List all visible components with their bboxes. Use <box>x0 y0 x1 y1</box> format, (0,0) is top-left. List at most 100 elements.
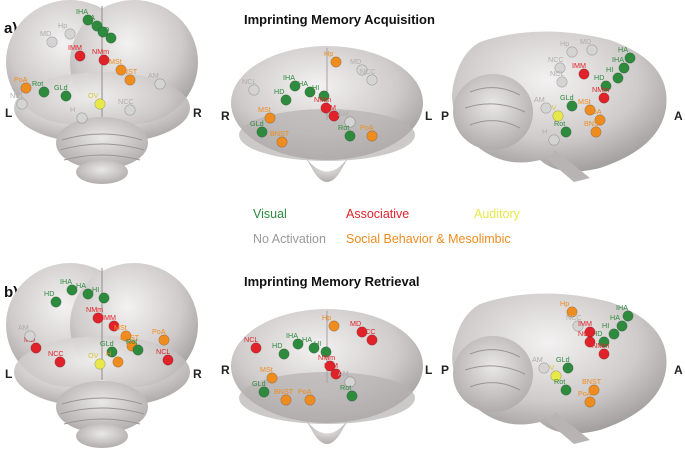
region-marker-a-lateral-rot <box>560 126 572 138</box>
region-marker-a-lateral-hi <box>612 72 624 84</box>
region-marker-a-lateral-iha <box>618 62 630 74</box>
region-marker-a-lateral-h <box>548 134 560 146</box>
region-label-a-lateral-iha: IHA <box>612 55 624 64</box>
region-marker-a-dorsal-gld <box>60 90 72 102</box>
region-marker-a-frontal-rot <box>344 130 356 142</box>
region-label-b-dorsal-mst: MSt <box>114 323 127 332</box>
region-label-a-lateral-bnst: BNST <box>584 119 604 128</box>
region-label-b-frontal-bnst: BNST <box>274 387 294 396</box>
region-label-a-frontal-am: AM <box>338 109 349 118</box>
orient-right-b: R <box>193 367 202 381</box>
region-label-a-frontal-mst: MSt <box>258 105 271 114</box>
region-marker-b-lateral-hi <box>608 328 620 340</box>
region-marker-a-dorsal-bnst <box>124 74 136 86</box>
region-label-b-dorsal-imm: IMM <box>102 313 116 322</box>
legend-social: Social Behavior & Mesolimbic <box>346 232 511 246</box>
region-marker-b-lateral-rot <box>560 384 572 396</box>
region-marker-b-frontal-rot <box>346 390 358 402</box>
legend-auditory: Auditory <box>474 207 521 221</box>
region-marker-b-frontal-ncc <box>366 334 378 346</box>
panel-a-title: Imprinting Memory Acquisition <box>244 12 435 27</box>
region-marker-a-lateral-am <box>540 102 552 114</box>
orient-right-a: R <box>193 106 202 120</box>
region-marker-a-dorsal-ov <box>94 98 106 110</box>
orient-posterior-a: P <box>441 109 449 123</box>
region-marker-a-lateral-hp <box>566 46 578 58</box>
region-marker-b-dorsal-hi <box>98 292 110 304</box>
region-marker-b-frontal-gld <box>258 386 270 398</box>
region-label-b-dorsal-ha: HA <box>76 281 86 290</box>
region-label-b-dorsal-ncl: NCL <box>156 347 170 356</box>
region-marker-a-dorsal-imm <box>74 50 86 62</box>
region-label-a-lateral-nmm: NMm <box>592 85 609 94</box>
region-marker-a-lateral-poa <box>594 114 606 126</box>
region-label-a-dorsal-rot: Rot <box>32 79 43 88</box>
region-label-a-lateral-ha: HA <box>618 45 628 54</box>
region-marker-b-frontal-hp <box>328 320 340 332</box>
region-label-b-dorsal-am: AM <box>18 323 29 332</box>
region-marker-b-frontal-ncl <box>250 342 262 354</box>
region-marker-a-dorsal-am <box>154 78 166 90</box>
region-label-a-lateral-hd: HD <box>594 73 604 82</box>
region-label-a-dorsal-poa: PoA <box>14 75 28 84</box>
region-label-b-frontal-poa: PoA <box>298 387 312 396</box>
region-label-a-lateral-mst: MSt <box>578 97 591 106</box>
region-marker-b-dorsal-poa <box>158 334 170 346</box>
region-label-b-dorsal-iha: IHA <box>60 277 72 286</box>
region-marker-a-dorsal-mst <box>115 64 127 76</box>
region-marker-b-dorsal-gld <box>106 346 118 358</box>
region-label-a-dorsal-ov: OV <box>88 91 99 100</box>
brain-frontal-view-b <box>231 309 423 444</box>
region-label-a-dorsal-bnst: BNST <box>118 67 138 76</box>
region-marker-b-dorsal-ov <box>94 358 106 370</box>
region-label-a-lateral-ncc: NCC <box>548 55 564 64</box>
legend-visual: Visual <box>253 207 287 221</box>
region-label-b-dorsal-hd: HD <box>44 289 54 298</box>
region-label-b-lateral-gld: GLd <box>556 355 570 364</box>
region-marker-a-frontal-hp <box>330 56 342 68</box>
region-label-a-dorsal-ncc: NCC <box>118 97 134 106</box>
region-label-a-dorsal-hd: HD <box>99 25 109 34</box>
region-label-b-dorsal-poa: PoA <box>152 327 166 336</box>
region-marker-a-frontal-hi <box>318 90 330 102</box>
region-label-b-lateral-hp: Hp <box>560 299 569 308</box>
region-marker-a-lateral-ncc <box>554 62 566 74</box>
region-marker-a-lateral-gld <box>566 100 578 112</box>
region-marker-a-lateral-ov <box>552 110 564 122</box>
brain-lateral-view-a <box>452 31 667 182</box>
region-marker-b-lateral-hp <box>566 306 578 318</box>
region-marker-a-frontal-poa <box>366 130 378 142</box>
region-marker-a-lateral-ncl <box>556 76 568 88</box>
region-marker-b-dorsal-iha <box>66 284 78 296</box>
region-label-a-frontal-iha: IHA <box>283 73 295 82</box>
region-label-b-dorsal-ov: OV <box>88 351 99 360</box>
region-label-a-dorsal-h: H <box>70 105 75 114</box>
region-label-b-frontal-ncl: NCL <box>244 335 258 344</box>
region-marker-b-lateral-ha <box>616 320 628 332</box>
region-marker-a-dorsal-h <box>76 112 88 124</box>
region-marker-a-lateral-imm <box>578 68 590 80</box>
region-label-a-lateral-ncl: NCL <box>550 69 564 78</box>
orient-posterior-b: P <box>441 363 449 377</box>
region-label-b-frontal-rot: Rot <box>340 383 351 392</box>
legend-no-activation: No Activation <box>253 232 326 246</box>
region-marker-a-dorsal-ncc <box>124 104 136 116</box>
region-marker-a-frontal-bnst <box>276 136 288 148</box>
region-marker-b-dorsal-md <box>30 342 42 354</box>
region-marker-b-dorsal-am <box>24 330 36 342</box>
region-marker-a-dorsal-hi <box>97 26 109 38</box>
region-marker-b-lateral-ncc <box>572 320 584 332</box>
region-label-b-frontal-iha: IHA <box>286 331 298 340</box>
region-marker-a-lateral-hd <box>600 80 612 92</box>
region-marker-b-dorsal-ncc <box>54 356 66 368</box>
region-marker-b-lateral-gld <box>562 362 574 374</box>
region-label-b-lateral-hd: HD <box>592 329 602 338</box>
region-marker-b-dorsal-h <box>112 356 124 368</box>
region-marker-a-dorsal-iha <box>82 14 94 26</box>
region-label-a-dorsal-imm: IMM <box>68 43 82 52</box>
region-marker-a-frontal-gld <box>256 126 268 138</box>
region-label-b-lateral-hi: HI <box>602 321 609 330</box>
region-label-a-dorsal-am: AM <box>148 71 159 80</box>
region-marker-b-frontal-nmm <box>324 360 336 372</box>
region-label-a-frontal-hi: HI <box>312 83 319 92</box>
